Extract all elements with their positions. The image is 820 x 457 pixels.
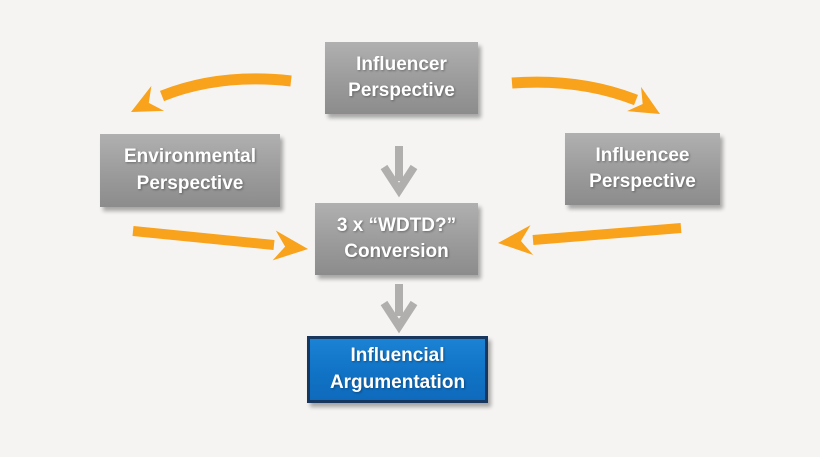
arrow-influencer-to-environmental bbox=[131, 73, 292, 112]
arrow-influencer-to-influencee bbox=[511, 76, 660, 114]
node-label-line: Perspective bbox=[348, 80, 455, 101]
node-label-line: Perspective bbox=[589, 171, 696, 192]
node-label-line: Influencer bbox=[356, 53, 447, 75]
node-influencial-argumentation: Influencial Argumentation bbox=[307, 336, 488, 403]
arrow-conversion-to-argumentation bbox=[380, 284, 418, 334]
node-influencer-perspective: Influencer Perspective bbox=[325, 42, 478, 114]
arrow-environmental-to-conversion bbox=[132, 226, 308, 261]
node-environmental-perspective: Environmental Perspective bbox=[100, 134, 280, 207]
arrow-influencer-to-conversion bbox=[380, 146, 418, 198]
node-label-line: Influencial bbox=[350, 345, 445, 367]
node-label-line: Conversion bbox=[344, 241, 449, 262]
node-label-line: Environmental bbox=[124, 146, 256, 168]
node-label-line: 3 x “WDTD?” bbox=[336, 214, 457, 236]
node-label-line: Influencee bbox=[595, 144, 690, 166]
node-label-line: Argumentation bbox=[329, 371, 466, 393]
node-label-line: Perspective bbox=[136, 172, 244, 194]
arrow-influencee-to-conversion bbox=[498, 223, 682, 255]
node-wdtd-conversion: 3 x “WDTD?” Conversion bbox=[315, 203, 478, 275]
node-influencee-perspective: Influencee Perspective bbox=[565, 133, 720, 205]
